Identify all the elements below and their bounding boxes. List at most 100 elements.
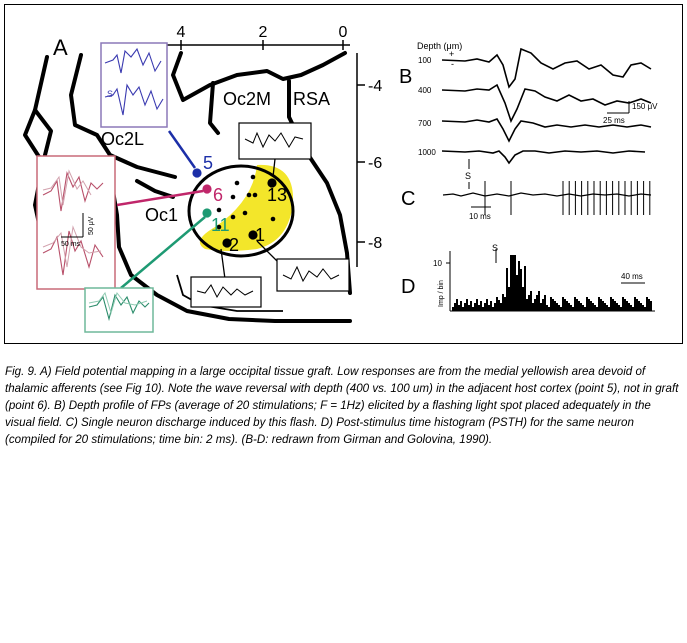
d-histogram-bar [568, 303, 570, 311]
d-histogram-bar [556, 303, 558, 311]
area-label-oc1: Oc1 [145, 205, 178, 225]
d-histogram-bar [488, 305, 490, 311]
a-top-tick-label: 4 [177, 24, 186, 41]
arrow-magenta [116, 189, 204, 207]
d-histogram-bar [500, 303, 502, 311]
d-histogram [452, 255, 652, 311]
d-histogram-bar [594, 305, 596, 311]
d-histogram-bar [590, 301, 592, 311]
point-2-dot [222, 238, 232, 248]
d-histogram-bar [566, 301, 568, 311]
d-histogram-bar [498, 300, 500, 311]
b-depth-title: Depth (μm) [417, 41, 462, 51]
d-histogram-bar [474, 303, 476, 311]
inset-6-trace-2b [42, 225, 102, 268]
panel-c: C 10 ms [401, 181, 652, 221]
inset-1-trace [282, 265, 340, 283]
point-label-11: 11 [211, 215, 230, 235]
d-histogram-bar [462, 307, 464, 311]
d-histogram-bar [546, 305, 548, 311]
d-histogram-bar [464, 303, 466, 311]
point-11-dot [202, 208, 212, 218]
d-histogram-bar [540, 303, 542, 311]
d-histogram-bar [584, 307, 586, 311]
inset-6-trace-1b [42, 169, 92, 206]
d-histogram-bar [542, 299, 544, 311]
d-histogram-bar [472, 307, 474, 311]
c-trace [442, 192, 652, 197]
a-top-tick-label: 0 [339, 24, 348, 41]
inset-2-trace [196, 284, 254, 299]
d-histogram-bar [600, 299, 602, 311]
d-histogram-bar [484, 303, 486, 311]
d-histogram-bar [626, 301, 628, 311]
b-depth-700: 700 [418, 119, 432, 128]
d-histogram-bar [550, 297, 552, 311]
recording-dots [216, 174, 276, 230]
d-histogram-bar [510, 255, 512, 311]
d-histogram-bar [480, 301, 482, 311]
point-label-5: 5 [203, 153, 213, 173]
d-histogram-bar [552, 299, 554, 311]
d-histogram-bar [608, 307, 610, 311]
d-histogram-bar [596, 307, 598, 311]
d-histogram-bar [614, 301, 616, 311]
d-histogram-bar [624, 299, 626, 311]
point-1-dot [248, 230, 258, 240]
d-histogram-bar [478, 305, 480, 311]
graft-outline [187, 164, 295, 258]
d-histogram-bar [558, 305, 560, 311]
d-histogram-bar [646, 297, 648, 311]
point-label-13: 13 [267, 185, 287, 205]
inset-5-trace-1 [104, 47, 162, 74]
d-histogram-bar [456, 299, 458, 311]
figure-panel: A 4 2 0 -4 -6 -8 [4, 4, 683, 344]
d-histogram-bar [504, 297, 506, 311]
b-trace-400 [441, 83, 652, 124]
d-histogram-bar [638, 301, 640, 311]
d-histogram-bar [632, 307, 634, 311]
d-histogram-bar [560, 307, 562, 311]
d-histogram-bar [604, 303, 606, 311]
b-polarity-minus: - [451, 59, 454, 69]
inset-6-scale-v-label: 50 μV [88, 216, 95, 235]
panel-c-label: C [401, 188, 415, 210]
d-histogram-bar [588, 299, 590, 311]
d-histogram-bar [470, 301, 472, 311]
d-histogram-bar [526, 299, 528, 311]
d-histogram-bar [494, 303, 496, 311]
point-5-dot [192, 168, 202, 178]
d-histogram-bar [612, 299, 614, 311]
pointer-2 [220, 248, 226, 280]
b-scale-t-label: 25 ms [603, 116, 625, 125]
d-histogram-bar [518, 261, 520, 311]
arrow-green [120, 216, 206, 289]
d-histogram-bar [606, 305, 608, 311]
d-histogram-bar [572, 307, 574, 311]
d-histogram-bar [574, 297, 576, 311]
point-label-2: 2 [229, 235, 239, 255]
d-histogram-bar [524, 266, 526, 311]
area-label-oc2m: Oc2M [223, 89, 271, 109]
d-histogram-bar [476, 299, 478, 311]
d-histogram-bar [520, 269, 522, 311]
d-histogram-bar [648, 299, 650, 311]
b-scale-v-label: 150 μV [632, 102, 658, 111]
d-y-axis-label: Imp / bin [438, 280, 445, 307]
point-label-6: 6 [213, 185, 223, 205]
area-label-rsa: RSA [293, 89, 330, 109]
d-histogram-bar [554, 301, 556, 311]
d-histogram-bar [620, 307, 622, 311]
d-histogram-bar [536, 295, 538, 311]
d-histogram-bar [578, 301, 580, 311]
inset-6-trace-1 [42, 171, 104, 212]
d-histogram-bar [636, 299, 638, 311]
d-histogram-bar [580, 303, 582, 311]
d-histogram-bar [644, 307, 646, 311]
d-histogram-bar [522, 287, 524, 311]
d-histogram-bar [622, 297, 624, 311]
panel-a: A 4 2 0 -4 -6 -8 [23, 24, 382, 333]
inset-point-11 [84, 287, 154, 333]
panel-b: B Depth (μm) 100 400 700 1000 + - 150 μV… [399, 41, 658, 189]
d-histogram-bar [514, 255, 516, 311]
